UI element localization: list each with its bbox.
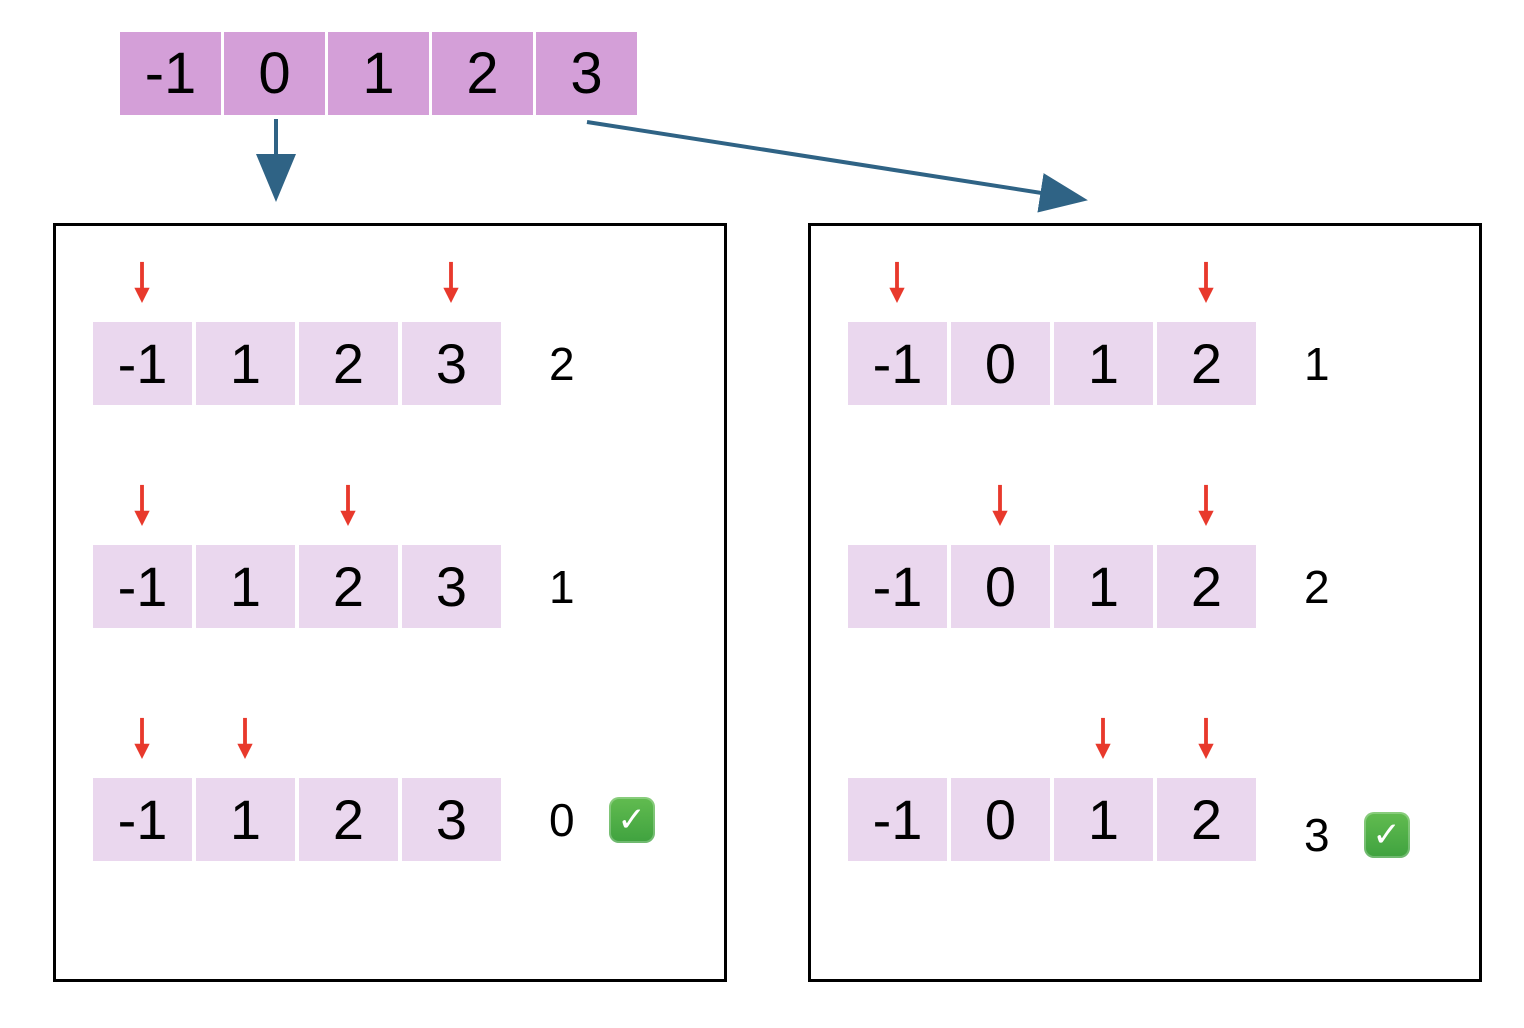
step-array-cell: 2 [1157, 778, 1256, 861]
input-array-cell: 2 [432, 32, 533, 115]
pointer-arrow-icon [888, 260, 906, 304]
step-array-cell: 3 [402, 322, 501, 405]
input-array-cell: 0 [224, 32, 325, 115]
step-array-cell: -1 [848, 322, 947, 405]
branch-panel-right: -1 0 1 2 1 -1 0 [808, 223, 1482, 982]
step-result: 2 [1304, 560, 1330, 613]
pointer-arrow-icon [339, 483, 357, 527]
step-array-cell: -1 [93, 545, 192, 628]
step-array-cell: 2 [299, 778, 398, 861]
pointer-arrow-icon [236, 716, 254, 760]
pointer-arrow-icon [133, 260, 151, 304]
pointer-arrow-icon [1094, 716, 1112, 760]
pointer-arrow-icon [991, 483, 1009, 527]
step-array-cell: 0 [951, 545, 1050, 628]
pointer-arrow-icon [133, 483, 151, 527]
step-array-cell: 1 [1054, 322, 1153, 405]
pointer-arrow-icon [1197, 483, 1215, 527]
input-array-cell: -1 [120, 32, 221, 115]
step-array-cell: 3 [402, 778, 501, 861]
step-array: -1 1 2 3 [93, 545, 501, 628]
step-result: 2 [549, 337, 575, 390]
step-row: -1 0 1 2 1 [811, 260, 1479, 410]
success-check-icon: ✓ [608, 796, 655, 843]
step-array: -1 0 1 2 [848, 322, 1256, 405]
step-row: -1 1 2 3 1 [56, 483, 724, 633]
step-array-cell: 1 [1054, 778, 1153, 861]
step-array-cell: 0 [951, 778, 1050, 861]
input-array-cell: 1 [328, 32, 429, 115]
step-array-cell: 1 [1054, 545, 1153, 628]
step-row: -1 1 2 3 0 ✓ [56, 716, 724, 866]
step-array-cell: -1 [93, 322, 192, 405]
step-array-cell: 2 [299, 545, 398, 628]
step-array-cell: -1 [848, 778, 947, 861]
step-row: -1 1 2 3 2 [56, 260, 724, 410]
step-array-cell: 2 [1157, 545, 1256, 628]
step-array-cell: 1 [196, 322, 295, 405]
success-check-icon: ✓ [1363, 811, 1410, 858]
step-array: -1 0 1 2 [848, 545, 1256, 628]
step-array-cell: -1 [848, 545, 947, 628]
step-array: -1 0 1 2 [848, 778, 1256, 861]
step-array-cell: 2 [1157, 322, 1256, 405]
connector-arrow-right [586, 120, 1088, 213]
step-array-cell: 1 [196, 545, 295, 628]
step-row: -1 0 1 2 3 ✓ [811, 716, 1479, 866]
step-result: 1 [549, 560, 575, 613]
step-array-cell: 1 [196, 778, 295, 861]
step-array: -1 1 2 3 [93, 322, 501, 405]
step-array-cell: 2 [299, 322, 398, 405]
input-array-cell: 3 [536, 32, 637, 115]
step-array-cell: -1 [93, 778, 192, 861]
pointer-arrow-icon [133, 716, 151, 760]
pointer-arrow-icon [442, 260, 460, 304]
step-result: 1 [1304, 337, 1330, 390]
step-row: -1 0 1 2 2 [811, 483, 1479, 633]
step-result: 0 [549, 793, 575, 846]
branch-panel-left: -1 1 2 3 2 -1 1 [53, 223, 727, 982]
pointer-arrow-icon [1197, 716, 1215, 760]
pointer-arrow-icon [1197, 260, 1215, 304]
step-array: -1 1 2 3 [93, 778, 501, 861]
step-array-cell: 3 [402, 545, 501, 628]
step-result: 3 [1304, 808, 1330, 861]
input-array: -1 0 1 2 3 [120, 32, 637, 115]
step-array-cell: 0 [951, 322, 1050, 405]
